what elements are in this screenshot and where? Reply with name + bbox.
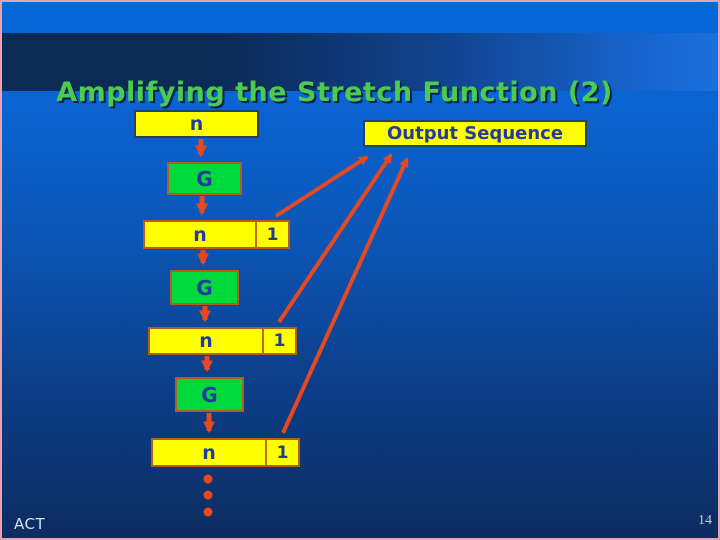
stretch-row-1-n: n (193, 223, 207, 246)
stretch-row-3-n: n (202, 441, 216, 464)
arrow-bit3-to-output (281, 157, 409, 434)
generator-box-1: G (167, 162, 242, 195)
stretch-row-3-bit: 1 (265, 440, 298, 465)
title-banner: Amplifying the Stretch Function (2) (2, 33, 718, 108)
generator-box-2-label: G (196, 275, 213, 300)
generator-box-3: G (175, 377, 244, 412)
ellipsis-dot (203, 507, 213, 517)
ellipsis-dot (203, 474, 213, 484)
seed-box-label: n (189, 113, 204, 135)
output-sequence-label: Output Sequence (386, 123, 564, 144)
generator-box-1-label: G (196, 166, 213, 191)
slide-page-number: 14 (698, 513, 712, 528)
footer-logo-text: ACT (14, 515, 46, 533)
stretch-row-2-bit: 1 (262, 329, 295, 353)
stretch-row-2-n: n (199, 330, 213, 352)
slide-title: Amplifying the Stretch Function (2) (56, 77, 613, 108)
generator-box-3-label: G (201, 382, 218, 407)
stretch-row-1-bit: 1 (255, 222, 288, 247)
ellipsis-dot (203, 490, 213, 500)
generator-box-2: G (170, 270, 239, 305)
seed-box-n: n (134, 110, 259, 138)
stretch-row-3: n 1 (151, 438, 300, 467)
arrow-bit1-to-output (274, 155, 369, 218)
stretch-row-2: n 1 (148, 327, 297, 355)
output-sequence-box: Output Sequence (363, 120, 587, 147)
arrow-bit2-to-output (277, 153, 393, 324)
stretch-row-1: n 1 (143, 220, 290, 249)
